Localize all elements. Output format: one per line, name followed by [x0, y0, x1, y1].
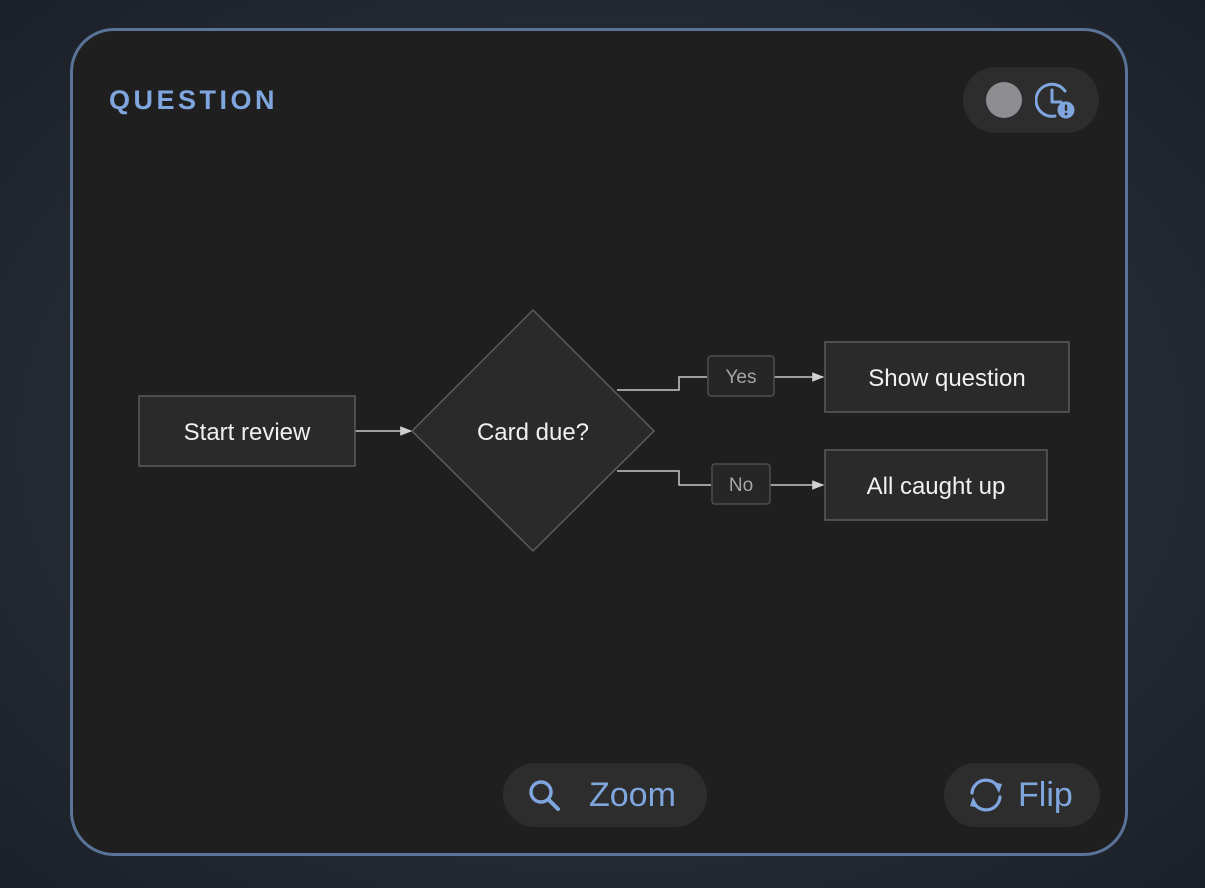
clock-alert-icon[interactable]	[1035, 81, 1077, 121]
flip-button[interactable]: Flip	[944, 763, 1100, 827]
status-indicator-icon	[986, 82, 1022, 118]
node-decision	[410, 308, 656, 553]
edge-no	[617, 470, 711, 486]
zoom-label: Zoom	[589, 775, 676, 814]
edge-no-label: No	[729, 475, 753, 496]
refresh-icon	[970, 778, 1002, 812]
node-all-caught-up	[824, 449, 1048, 521]
zoom-button[interactable]: Zoom	[503, 763, 707, 827]
section-label: QUESTION	[109, 85, 279, 115]
edge-yes	[617, 376, 707, 391]
node-all-caught-up-label: All caught up	[867, 473, 1006, 500]
flowchart: Start review Card due? Yes No Show quest…	[138, 308, 1070, 553]
node-start	[138, 395, 356, 467]
flip-label: Flip	[1018, 775, 1073, 814]
magnifier-icon	[529, 780, 560, 811]
flashcard: QUESTION Start review Card due?	[70, 28, 1128, 856]
edge-yes-label: Yes	[726, 367, 757, 388]
node-decision-label: Card due?	[477, 419, 589, 446]
node-show-question	[824, 341, 1070, 413]
edge-yes-badge	[707, 355, 775, 397]
edge-no-badge	[711, 463, 771, 505]
status-pill	[963, 67, 1099, 133]
node-start-label: Start review	[184, 419, 311, 446]
node-show-question-label: Show question	[868, 365, 1025, 392]
